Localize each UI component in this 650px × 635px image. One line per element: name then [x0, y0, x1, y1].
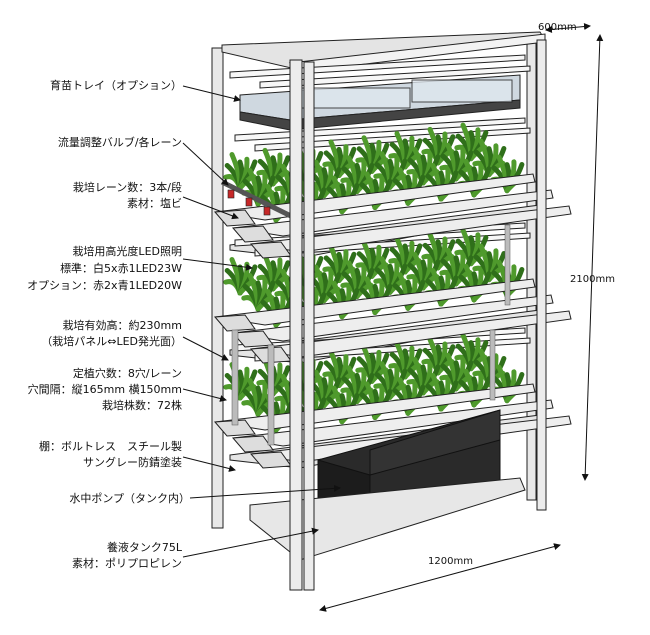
support-chains [231, 224, 511, 446]
dimension-height: 2100mm [570, 274, 615, 285]
label-lanes-material: 素材：塩ビ [127, 197, 182, 210]
label-led-title: 栽培用高光度LED照明 [72, 245, 182, 258]
label-shelf: 棚：ボルトレス スチール製 [39, 440, 182, 453]
lane-end [213, 314, 256, 332]
bottom-shelf [249, 477, 526, 561]
valve [263, 206, 271, 216]
label-flow-valve: 流量調整バルブ/各レーン [57, 136, 182, 149]
led-tube [254, 337, 531, 362]
led-tube [254, 232, 531, 257]
dimension-lines [319, 23, 604, 612]
leader-lines [182, 85, 341, 558]
label-led-option: オプション：赤2x青1LED20W [27, 279, 182, 292]
label-pump: 水中ポンプ（タンク内） [69, 492, 190, 505]
label-shelf-coating: サングレー防錆塗装 [83, 456, 182, 469]
label-effective-height-note: （栽培パネル⇔LED発光面） [41, 335, 182, 348]
label-hole-spacing: 穴間隔：縦165mm 横150mm [27, 383, 182, 396]
valve-manifold [220, 179, 297, 221]
back-uprights [211, 39, 537, 529]
label-planting-holes: 定植穴数：8穴/レーン [72, 367, 182, 380]
label-lanes-count: 栽培レーン数：3本/段 [72, 181, 182, 194]
lane-end [231, 435, 274, 453]
front-uprights [289, 39, 547, 591]
label-led-standard: 標準：白5x赤1LED23W [60, 262, 182, 275]
label-plant-count: 栽培株数：72株 [102, 399, 182, 412]
dimension-depth: 600mm [538, 22, 577, 33]
lane-end [231, 225, 274, 243]
led-tube [254, 127, 531, 152]
valve [227, 189, 235, 199]
valve [245, 197, 253, 207]
label-seedling-tray: 育苗トレイ（オプション） [50, 79, 182, 92]
dimension-width: 1200mm [428, 556, 473, 567]
label-tank: 養液タンク75L [106, 541, 182, 554]
label-effective-height: 栽培有効高：約230mm [62, 319, 182, 332]
label-tank-material: 素材：ポリプロピレン [72, 557, 182, 570]
